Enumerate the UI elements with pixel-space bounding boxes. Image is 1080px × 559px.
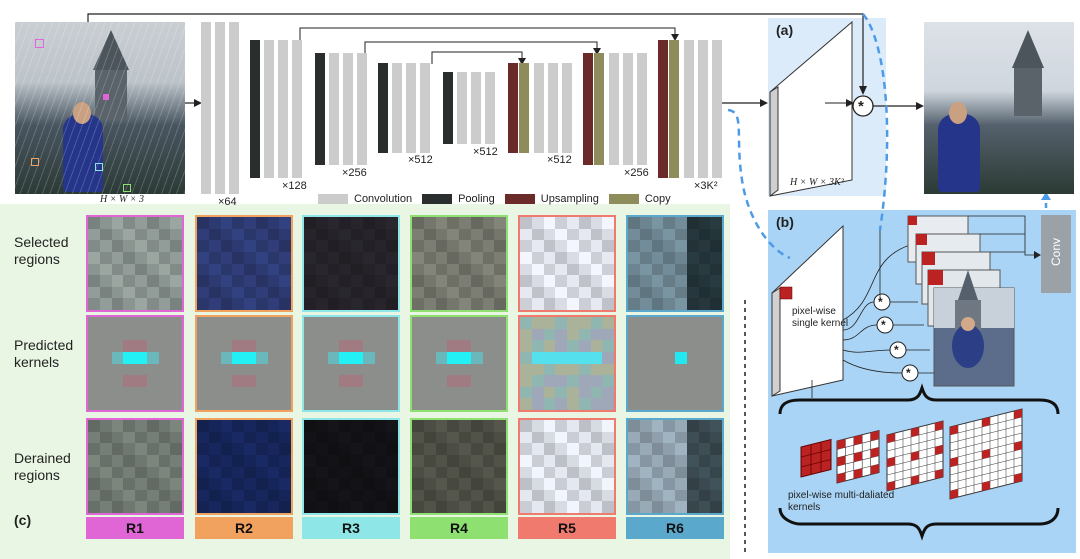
star-symbol-b1: * xyxy=(878,295,883,309)
tower-shape xyxy=(93,30,129,70)
legend-label-copy: Copy xyxy=(644,193,671,205)
kernel-dims-label: H × W × 3K² xyxy=(790,177,844,188)
region-tag-r3: R3 xyxy=(302,517,400,539)
predicted-kernel-tile xyxy=(195,315,293,412)
skip-connection-2 xyxy=(364,41,598,55)
derained-region-tile xyxy=(302,418,400,515)
region-tag-r5: R5 xyxy=(518,517,616,539)
single-kernel-label: pixel-wise single kernel xyxy=(792,306,849,329)
input-dims-label: H × W × 3 xyxy=(100,194,145,205)
brace-top xyxy=(778,383,1060,415)
predicted-kernel-tile xyxy=(518,315,616,412)
selected-region-tile xyxy=(626,215,724,312)
predicted-kernel-tile xyxy=(626,315,724,412)
layer-label-128: ×128 xyxy=(282,180,307,192)
layer-label-64: ×64 xyxy=(218,196,237,208)
selected-region-tile xyxy=(410,215,508,312)
legend-label-convolution: Convolution xyxy=(354,193,413,205)
selected-region-tile xyxy=(518,215,616,312)
derained-region-tile xyxy=(86,418,184,515)
row-label-derained: Derained regions xyxy=(14,450,71,483)
region-tag-r1: R1 xyxy=(86,517,184,539)
region-tag-r2: R2 xyxy=(195,517,293,539)
single-kernel-marker xyxy=(779,286,793,300)
predicted-kernel-tile xyxy=(86,315,184,412)
star-symbol-a: * xyxy=(858,98,864,115)
legend-swatch-convolution xyxy=(318,194,348,204)
selected-region-tile xyxy=(302,215,400,312)
region-tag-r6: R6 xyxy=(626,517,724,539)
panel-label-b: (b) xyxy=(776,214,794,230)
legend-label-upsampling: Upsampling xyxy=(540,193,599,205)
dashed-link-to-panel-a xyxy=(727,108,791,260)
row-label-selected: Selected regions xyxy=(14,234,69,267)
predicted-kernel-tile xyxy=(410,315,508,412)
legend-swatch-copy xyxy=(608,194,639,204)
conv-label: Conv xyxy=(1049,238,1063,267)
multi-kernel-label: pixel-wise multi-daliated kernels xyxy=(788,490,895,513)
output-derained-image xyxy=(924,22,1074,194)
selected-region-tile xyxy=(86,215,184,312)
legend-label-pooling: Pooling xyxy=(458,193,495,205)
conv-block xyxy=(1041,215,1071,293)
selected-region-tile xyxy=(195,215,293,312)
skip-connection-3 xyxy=(431,51,523,64)
legend-swatch-upsampling xyxy=(504,194,535,204)
derained-region-tile xyxy=(195,418,293,515)
panel-label-c: (c) xyxy=(14,512,32,528)
layer-label-512a: ×512 xyxy=(408,154,433,166)
layer-label-256a: ×256 xyxy=(342,167,367,179)
predicted-kernel-tile xyxy=(302,315,400,412)
layer-label-512b: ×512 xyxy=(473,146,498,158)
layer-label-512c: ×512 xyxy=(547,154,572,166)
panel-label-a: (a) xyxy=(776,22,794,38)
region-tag-r4: R4 xyxy=(410,517,508,539)
row-label-predicted: Predicted kernels xyxy=(14,337,74,370)
dilated-kernel-grids xyxy=(800,408,1023,500)
star-symbol-b2: * xyxy=(881,318,886,332)
derained-region-tile xyxy=(518,418,616,515)
dashed-link-top xyxy=(862,13,889,231)
skip-connection-1 xyxy=(299,27,676,42)
star-symbol-b4: * xyxy=(906,366,911,380)
layer-label-256b: ×256 xyxy=(624,167,649,179)
derained-region-tile xyxy=(410,418,508,515)
legend: Convolution Pooling Upsampling Copy xyxy=(318,192,671,206)
brace-bottom xyxy=(778,507,1060,541)
star-symbol-b3: * xyxy=(894,343,899,357)
legend-swatch-pooling xyxy=(422,194,453,204)
input-rainy-image xyxy=(15,22,185,194)
person-shape xyxy=(63,114,103,192)
layer-label-3k2: ×3K² xyxy=(694,180,718,192)
derained-region-tile xyxy=(626,418,724,515)
